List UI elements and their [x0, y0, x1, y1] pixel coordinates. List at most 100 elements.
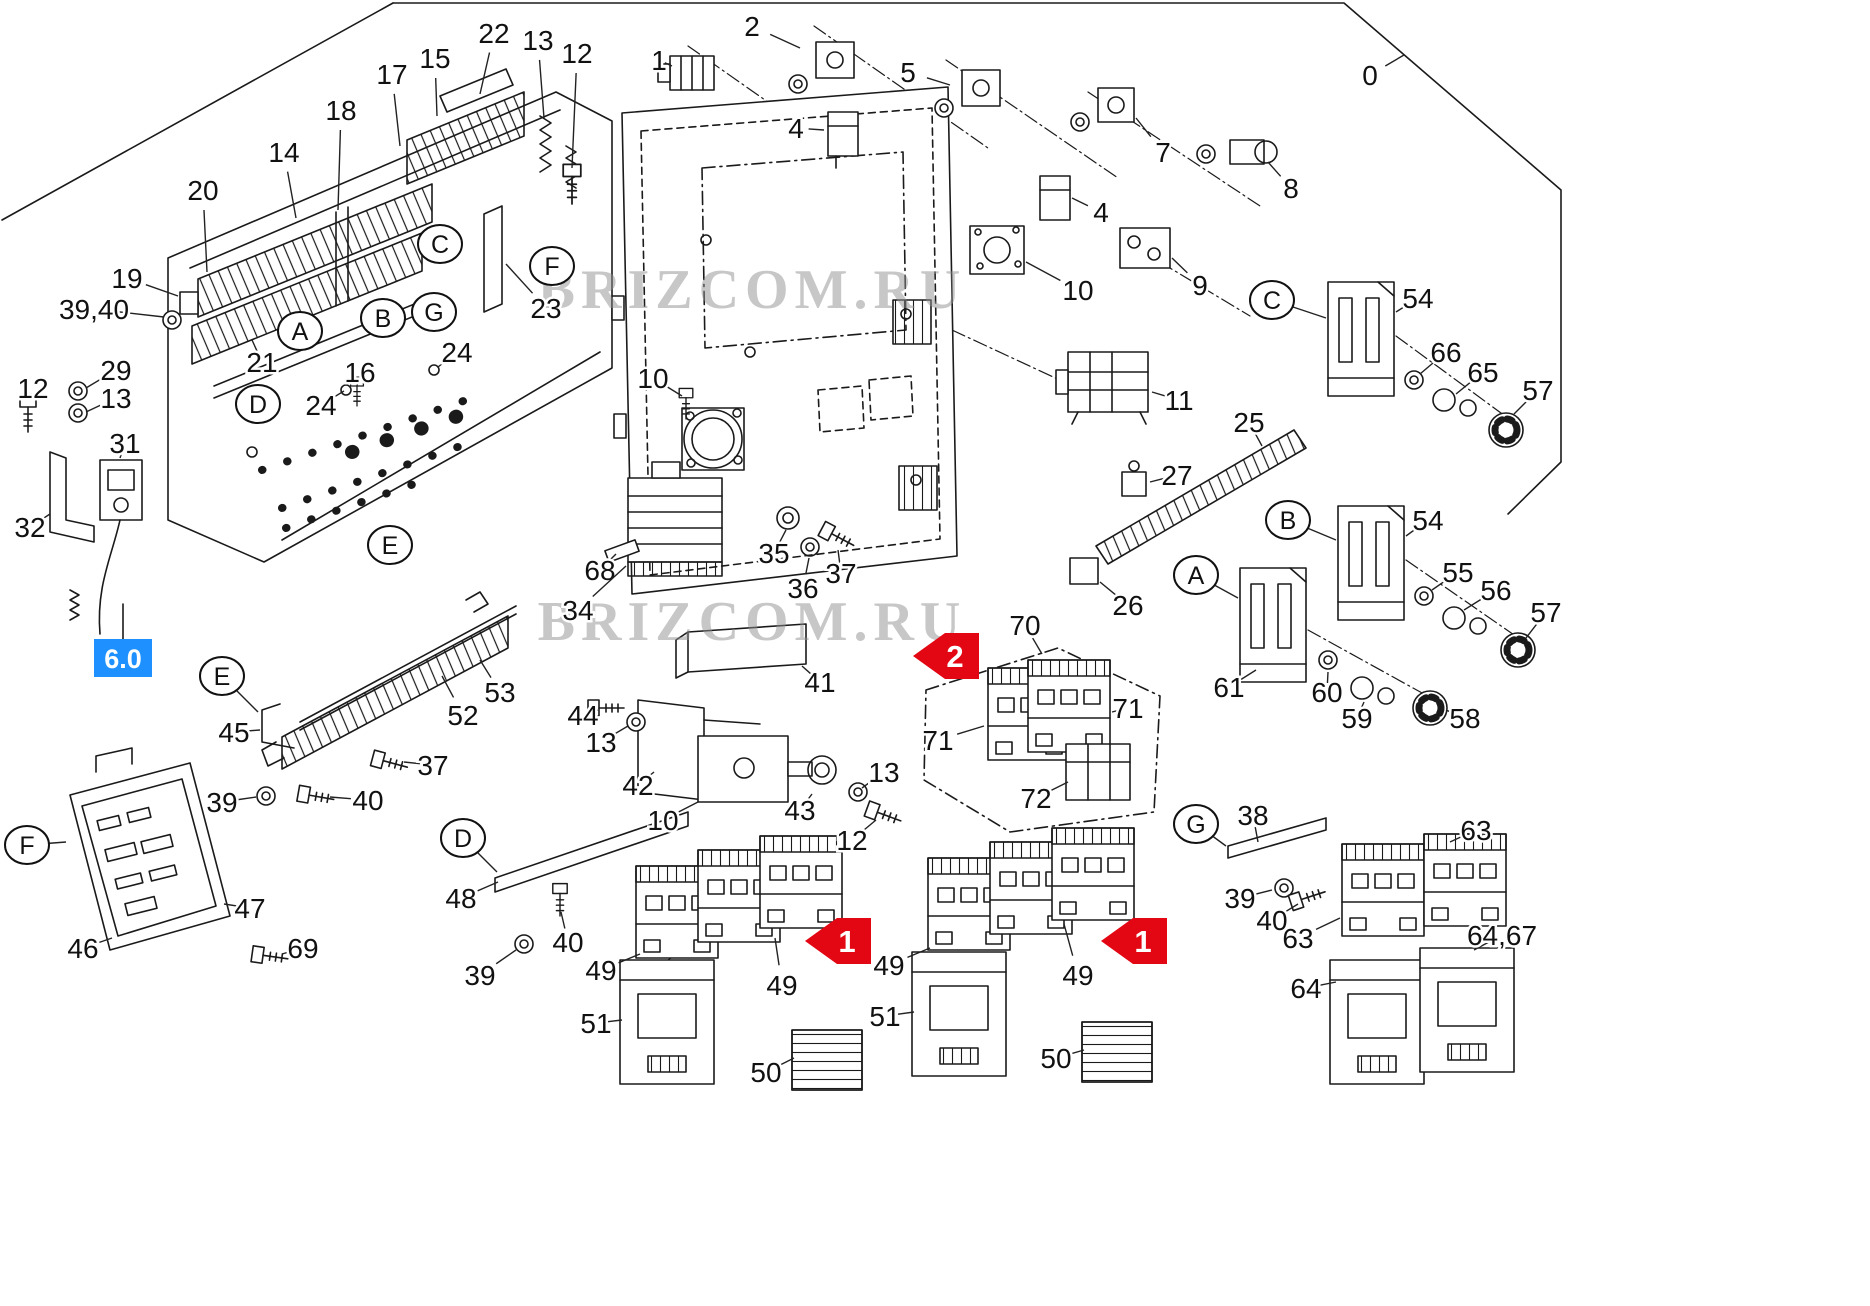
flag-arrow-shape	[913, 633, 979, 679]
callout-39,40: 39,40	[59, 294, 129, 325]
callout-leader	[560, 911, 566, 929]
svg-text:B: B	[375, 305, 392, 333]
callout-63: 63	[1460, 815, 1491, 846]
callout-leader	[1431, 579, 1447, 591]
callout-71: 71	[922, 725, 953, 756]
callout-70: 70	[1009, 610, 1040, 641]
callout-leader	[1445, 709, 1457, 716]
breaker-61	[1239, 567, 1307, 683]
contactor-49	[759, 835, 843, 929]
terminal-strip-52-53	[256, 591, 517, 809]
button-2	[815, 41, 855, 79]
callout-40: 40	[1256, 905, 1287, 936]
contactor-49	[1051, 827, 1135, 921]
contact-block-50	[791, 1029, 863, 1091]
breaker-54	[1327, 281, 1395, 397]
flag-number: 1	[1134, 924, 1151, 959]
callout-leader	[1254, 432, 1263, 447]
callout-leader	[571, 72, 577, 169]
nav-flag-1[interactable]: 1	[805, 918, 871, 964]
callout-leader	[403, 761, 421, 765]
callout-leader	[203, 209, 208, 273]
flag-arrow-shape	[805, 918, 871, 964]
callout-72: 72	[1020, 783, 1051, 814]
callout-leader	[1359, 701, 1365, 712]
callout-leader	[1025, 261, 1061, 282]
callout-leader	[665, 385, 683, 397]
door-mounted-devices	[657, 41, 1278, 425]
callout-leader	[441, 675, 455, 698]
callout-leader	[607, 1019, 623, 1023]
callout-leader	[1449, 834, 1465, 843]
callout-leader	[223, 903, 239, 907]
end-cap-26	[1069, 557, 1099, 585]
zone-marker-D: D	[440, 818, 498, 873]
callout-65: 65	[1467, 357, 1498, 388]
callout-38: 38	[1237, 800, 1268, 831]
washer-13	[68, 403, 88, 423]
svg-text:D: D	[249, 391, 267, 419]
nut-29	[68, 381, 88, 401]
callout-21: 21	[246, 347, 277, 378]
callout-leader	[769, 33, 801, 49]
callout-leader	[393, 93, 401, 147]
flag-number: 2	[946, 639, 963, 674]
contact-block-4b	[1039, 175, 1071, 221]
callout-leader	[38, 513, 51, 522]
clamp-19	[179, 291, 199, 315]
callout-leader	[281, 950, 294, 955]
zone-marker-D: D	[235, 384, 281, 424]
callout-46: 46	[67, 933, 98, 964]
callout-8: 8	[1283, 173, 1299, 204]
callout-leader	[1135, 117, 1152, 138]
contactor-63	[1341, 843, 1425, 937]
callout-leader	[1455, 381, 1472, 395]
callout-leader	[434, 77, 438, 117]
callout-leader	[1525, 623, 1538, 639]
callout-47: 47	[234, 893, 265, 924]
callout-leader	[337, 129, 342, 211]
terminal-row-lower	[191, 232, 423, 365]
svg-text:E: E	[382, 532, 399, 560]
screw-40	[296, 784, 336, 809]
lock-washer-36	[800, 537, 820, 557]
zone-marker-A: A	[277, 311, 323, 351]
nav-flag-2[interactable]: 2	[913, 633, 979, 679]
callout-55: 55	[1442, 557, 1473, 588]
callout-leader	[1071, 197, 1089, 207]
sleeve-13	[539, 115, 552, 173]
callout-60: 60	[1311, 677, 1342, 708]
ring-nut-2	[788, 74, 808, 94]
callout-39: 39	[464, 960, 495, 991]
contactor-cluster-left	[619, 835, 863, 1091]
callout-51: 51	[580, 1008, 611, 1039]
callout-leader	[589, 709, 599, 714]
din-rail-38	[1227, 817, 1327, 859]
callout-leader	[286, 171, 297, 219]
callout-64: 64	[1290, 973, 1321, 1004]
callout-leader	[778, 1057, 795, 1067]
svg-text:F: F	[544, 253, 559, 281]
callout-13: 13	[100, 383, 131, 414]
callout-40: 40	[552, 927, 583, 958]
callout-leader	[479, 52, 491, 95]
callout-36: 36	[787, 573, 818, 604]
zone-marker-F: F	[4, 825, 67, 865]
callout-leader	[618, 953, 641, 964]
flag-number: 1	[838, 924, 855, 959]
hinge	[613, 413, 627, 439]
callout-leader	[1050, 781, 1069, 792]
washer-35	[776, 506, 800, 530]
callout-39: 39	[1224, 883, 1255, 914]
support-18	[335, 206, 349, 307]
figure-ref-badge[interactable]: 6.0	[94, 639, 152, 677]
spring	[69, 589, 80, 621]
button-5	[961, 69, 1001, 107]
callout-54: 54	[1412, 505, 1443, 536]
nav-flag-1[interactable]: 1	[1101, 918, 1167, 964]
callout-50: 50	[750, 1057, 781, 1088]
callout-34: 34	[562, 595, 593, 626]
flag-arrow-shape	[1101, 918, 1167, 964]
callout-45: 45	[218, 717, 249, 748]
